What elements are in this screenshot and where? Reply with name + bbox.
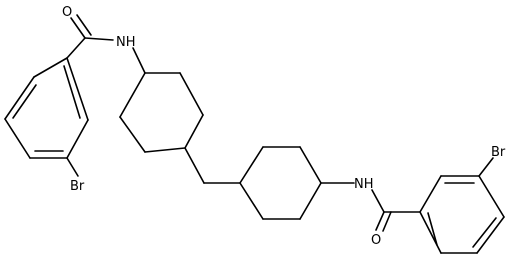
- atom-labels: O NH Br NH O Br: [62, 5, 506, 248]
- bonds: [4, 14, 505, 254]
- bond: [4, 118, 31, 159]
- bond: [299, 182, 322, 220]
- bond: [419, 211, 442, 254]
- atom-label-br2: Br: [491, 145, 506, 160]
- bond: [132, 47, 146, 74]
- bond: [382, 211, 392, 232]
- bond: [66, 157, 79, 177]
- bond: [70, 17, 86, 39]
- bond: [478, 157, 494, 177]
- bond: [371, 189, 385, 213]
- bond: [33, 57, 68, 78]
- bond: [476, 216, 505, 254]
- bond: [66, 57, 89, 121]
- bond: [239, 146, 264, 184]
- atom-label-o1: O: [62, 5, 72, 20]
- bond: [299, 146, 322, 184]
- bond: [76, 14, 92, 36]
- bond: [84, 37, 114, 41]
- bond: [472, 217, 497, 248]
- bond: [239, 182, 264, 220]
- bond: [66, 119, 89, 159]
- bond: [179, 72, 204, 116]
- bond: [12, 84, 37, 119]
- atom-label-o2: O: [371, 233, 381, 248]
- bond: [66, 37, 86, 59]
- bond: [375, 211, 385, 231]
- atom-label-nh2: NH: [354, 177, 374, 192]
- bond: [427, 212, 438, 246]
- bond: [184, 114, 204, 149]
- bond: [419, 175, 442, 213]
- bond: [144, 147, 186, 153]
- bond: [4, 76, 35, 120]
- atom-label-nh1: NH: [116, 35, 136, 50]
- bond: [184, 147, 205, 184]
- bond: [119, 116, 146, 153]
- atom-label-br1: Br: [70, 179, 85, 194]
- bond: [478, 175, 505, 218]
- bond: [119, 72, 146, 118]
- bond: [63, 65, 81, 119]
